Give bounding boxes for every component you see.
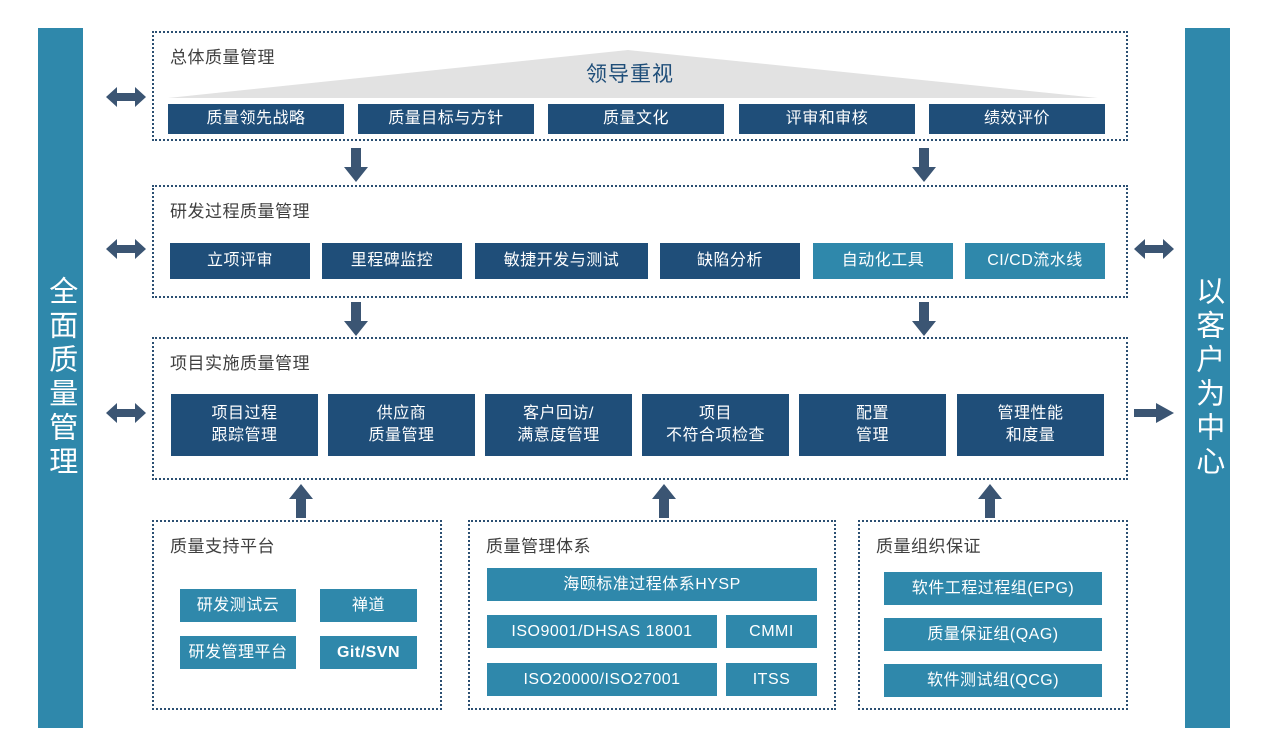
arrow-right-icon: [1134, 403, 1174, 423]
chip-epg-group[interactable]: 软件工程过程组(EPG): [884, 572, 1102, 605]
chip-project-nonconformance-check[interactable]: 项目 不符合项检查: [642, 394, 789, 456]
arrow-down-overall-to-rnd-left: [344, 148, 368, 182]
chip-iso9001-dhsas18001[interactable]: ISO9001/DHSAS 18001: [487, 615, 717, 648]
leadership-pyramid-shape: [168, 50, 1098, 98]
double-arrow-horizontal-icon: [106, 403, 146, 423]
chip-project-initiation-review[interactable]: 立项评审: [170, 243, 310, 279]
chip-hysp-standard-process[interactable]: 海颐标准过程体系HYSP: [487, 568, 817, 601]
arrow-left-rnd: [106, 237, 146, 261]
chip-cmmi[interactable]: CMMI: [726, 615, 817, 648]
left-banner-label: 全面质量管理: [44, 276, 77, 480]
chip-quality-culture[interactable]: 质量文化: [548, 104, 724, 134]
right-banner-label: 以客户为中心: [1191, 276, 1224, 480]
chip-quality-goals-policy[interactable]: 质量目标与方针: [358, 104, 534, 134]
chip-customer-followup-satisfaction[interactable]: 客户回访/ 满意度管理: [485, 394, 632, 456]
arrow-down-icon: [344, 302, 368, 336]
chip-configuration-management[interactable]: 配置 管理: [799, 394, 946, 456]
arrow-down-rnd-to-project-right: [912, 302, 936, 336]
leadership-emphasis-label: 领导重视: [586, 63, 674, 86]
arrow-left-project: [106, 401, 146, 425]
chip-defect-analysis[interactable]: 缺陷分析: [660, 243, 800, 279]
chip-agile-dev-and-test[interactable]: 敏捷开发与测试: [475, 243, 648, 279]
chip-itss[interactable]: ITSS: [726, 663, 817, 696]
chip-milestone-monitoring[interactable]: 里程碑监控: [322, 243, 462, 279]
chip-review-and-audit[interactable]: 评审和审核: [739, 104, 915, 134]
arrow-left-overall: [106, 85, 146, 109]
arrow-up-org-to-project: [978, 484, 1002, 518]
double-arrow-horizontal-icon: [106, 239, 146, 259]
arrow-up-support-to-project: [289, 484, 313, 518]
chip-quality-leading-strategy[interactable]: 质量领先战略: [168, 104, 344, 134]
chip-project-process-tracking[interactable]: 项目过程 跟踪管理: [171, 394, 318, 456]
chip-supplier-quality-management[interactable]: 供应商 质量管理: [328, 394, 475, 456]
arrow-down-icon: [912, 302, 936, 336]
panel-project-title: 项目实施质量管理: [170, 354, 310, 373]
arrow-up-icon: [289, 484, 313, 518]
chip-automation-tools[interactable]: 自动化工具: [813, 243, 953, 279]
chip-qag-group[interactable]: 质量保证组(QAG): [884, 618, 1102, 651]
panel-system-title: 质量管理体系: [486, 537, 591, 556]
arrow-up-system-to-project: [652, 484, 676, 518]
panel-overall-title: 总体质量管理: [170, 48, 275, 67]
right-vertical-banner: 以客户为中心: [1185, 28, 1230, 728]
arrow-up-icon: [652, 484, 676, 518]
chip-rnd-test-cloud[interactable]: 研发测试云: [180, 589, 296, 622]
arrow-down-icon: [344, 148, 368, 182]
chip-zentao[interactable]: 禅道: [320, 589, 417, 622]
chip-management-performance-metrics[interactable]: 管理性能 和度量: [957, 394, 1104, 456]
arrow-right-project: [1134, 401, 1174, 425]
arrow-right-rnd: [1134, 237, 1174, 261]
panel-rnd-title: 研发过程质量管理: [170, 202, 310, 221]
panel-support-title: 质量支持平台: [170, 537, 275, 556]
chip-git-svn[interactable]: Git/SVN: [320, 636, 417, 669]
chip-iso20000-iso27001[interactable]: ISO20000/ISO27001: [487, 663, 717, 696]
double-arrow-horizontal-icon: [106, 87, 146, 107]
chip-cicd-pipeline[interactable]: CI/CD流水线: [965, 243, 1105, 279]
arrow-down-overall-to-rnd-right: [912, 148, 936, 182]
panel-rnd-process-quality-management: 研发过程质量管理: [152, 185, 1128, 298]
chip-qcg-group[interactable]: 软件测试组(QCG): [884, 664, 1102, 697]
chip-performance-evaluation[interactable]: 绩效评价: [929, 104, 1105, 134]
arrow-down-rnd-to-project-left: [344, 302, 368, 336]
left-vertical-banner: 全面质量管理: [38, 28, 83, 728]
double-arrow-horizontal-icon: [1134, 239, 1174, 259]
pyramid-icon: [168, 50, 1098, 98]
panel-org-title: 质量组织保证: [876, 537, 981, 556]
chip-rnd-management-platform[interactable]: 研发管理平台: [180, 636, 296, 669]
arrow-up-icon: [978, 484, 1002, 518]
arrow-down-icon: [912, 148, 936, 182]
